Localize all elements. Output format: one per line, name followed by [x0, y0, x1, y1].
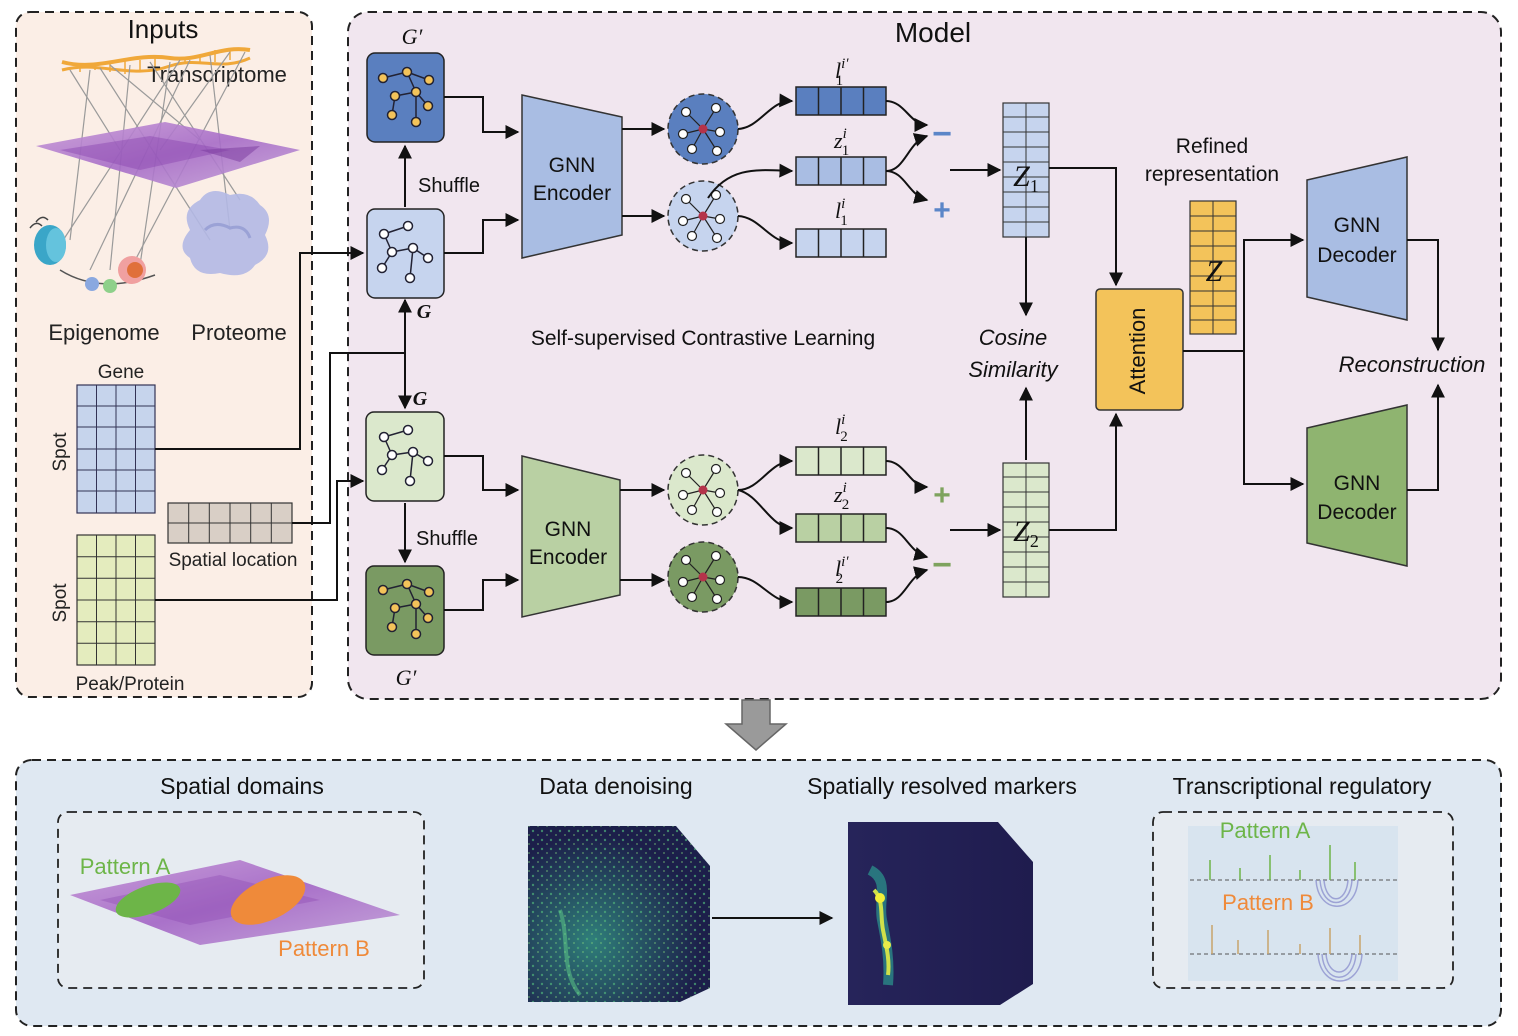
spatial-location-label: Spatial location [169, 550, 298, 571]
model-panel: Model G′ G G G′ [155, 11, 1502, 700]
heatmap-image [528, 826, 710, 1002]
pattern-a-region [115, 882, 181, 918]
z2-text: Z2 [1013, 515, 1039, 551]
g-label-bottom: G [413, 388, 428, 410]
vector-z1 [795, 156, 887, 186]
peak-protein-matrix [76, 534, 156, 666]
shuffle-label-bottom: Shuffle [416, 528, 478, 550]
z1-text: Z1 [1013, 160, 1039, 196]
z1-matrix: Z1 [1002, 102, 1050, 238]
cosine-label-line2: Similarity [968, 357, 1059, 382]
vector-z2 [795, 513, 887, 543]
minus-sign-bottom: − [932, 546, 952, 584]
epigenome-label: Epigenome [48, 320, 159, 345]
epigenome-icon [29, 216, 156, 293]
vector-l1 [795, 228, 887, 258]
l1-prime-label: li′1 [835, 56, 849, 89]
pattern-b-label: Pattern B [278, 936, 370, 961]
decoder-bottom-line2: Decoder [1317, 501, 1396, 524]
shuffle-label-top: Shuffle [418, 175, 480, 197]
graph-icon [376, 220, 434, 284]
regulatory-pattern-a-label: Pattern A [1220, 818, 1311, 843]
refined-z-text: Z [1206, 255, 1223, 288]
arrow-down-icon [723, 699, 789, 751]
gene-label: Gene [98, 362, 144, 383]
flow-arrows [155, 93, 1445, 611]
pattern-a-label: Pattern A [80, 854, 171, 879]
graph-g-bottom [365, 411, 445, 502]
decoder-bottom-line1: GNN [1334, 472, 1381, 495]
spatial-domain-tissue-image [70, 860, 400, 945]
node-aggregation-icon [667, 93, 739, 613]
g-label-top: G [417, 301, 432, 323]
g-prime-label-top: G′ [402, 24, 424, 49]
pattern-b-region [230, 875, 306, 925]
markers-title: Spatially resolved markers [807, 773, 1077, 799]
refined-label-line2: representation [1145, 163, 1279, 186]
g-prime-label-bottom: G′ [396, 665, 418, 690]
encoder-bottom-line1: GNN [545, 518, 592, 541]
regulatory-title: Transcriptional regulatory [1173, 773, 1432, 799]
graph-icon [376, 424, 434, 487]
model-panel-border [347, 11, 1502, 700]
refined-label-line1: Refined [1176, 135, 1248, 158]
proteome-icon [182, 191, 269, 276]
gene-matrix [76, 384, 156, 514]
gnn-encoder-bottom: GNN Encoder [521, 455, 621, 618]
proteome-label: Proteome [191, 320, 286, 345]
spot-label-gene: Spot [50, 432, 71, 472]
cosine-label-line1: Cosine [979, 325, 1047, 350]
encoder-top-line2: Encoder [533, 182, 611, 205]
z2-matrix: Z2 [1002, 462, 1050, 598]
graph-g-top [366, 208, 445, 299]
inputs-panel: Inputs Transcriptome [15, 11, 313, 698]
refined-z-matrix: Z [1189, 200, 1237, 335]
encoder-bottom-line2: Encoder [529, 546, 607, 569]
vector-l2-prime [795, 587, 887, 617]
outputs-panel: Spatial domains Data denoising Spatially… [15, 759, 1502, 1027]
reconstruction-label: Reconstruction [1339, 352, 1486, 377]
peak-protein-label: Peak/Protein [76, 674, 185, 695]
l2-prime-label: li′2 [835, 554, 849, 587]
attention-label: Attention [1125, 308, 1150, 395]
spot-label-peak: Spot [50, 583, 71, 623]
spatial-location-vector [167, 502, 293, 544]
contrastive-learning-label: Self-supervised Contrastive Learning [531, 327, 875, 350]
regulatory-pattern-b-label: Pattern B [1222, 890, 1314, 915]
graph-g-prime-bottom [365, 565, 445, 656]
plus-sign-top: + [933, 194, 951, 227]
vector-l1-prime [795, 86, 887, 116]
spatial-domains-title: Spatial domains [160, 773, 324, 799]
gnn-encoder-top: GNN Encoder [521, 94, 623, 259]
gnn-decoder-top: GNN Decoder [1306, 156, 1408, 321]
graph-g-prime-top [366, 52, 445, 143]
graph-icon [377, 578, 435, 640]
inputs-title: Inputs [128, 14, 199, 44]
minus-sign-top: − [932, 115, 952, 153]
decoder-top-line1: GNN [1334, 214, 1381, 237]
model-title: Model [895, 17, 971, 48]
vector-l2 [795, 446, 887, 476]
graph-icon [377, 66, 435, 128]
tissue-slice-image [36, 122, 300, 188]
gnn-decoder-bottom: GNN Decoder [1306, 404, 1408, 567]
regulatory-tracks-image [1188, 826, 1398, 982]
decoder-top-line2: Decoder [1317, 244, 1396, 267]
encoder-top-line1: GNN [549, 154, 596, 177]
embedding-vectors [795, 86, 887, 617]
attention-block: Attention [1095, 288, 1184, 411]
marker-heatmap-image [848, 822, 1033, 1005]
data-denoising-title: Data denoising [539, 773, 692, 799]
plus-sign-bottom: + [933, 479, 951, 512]
